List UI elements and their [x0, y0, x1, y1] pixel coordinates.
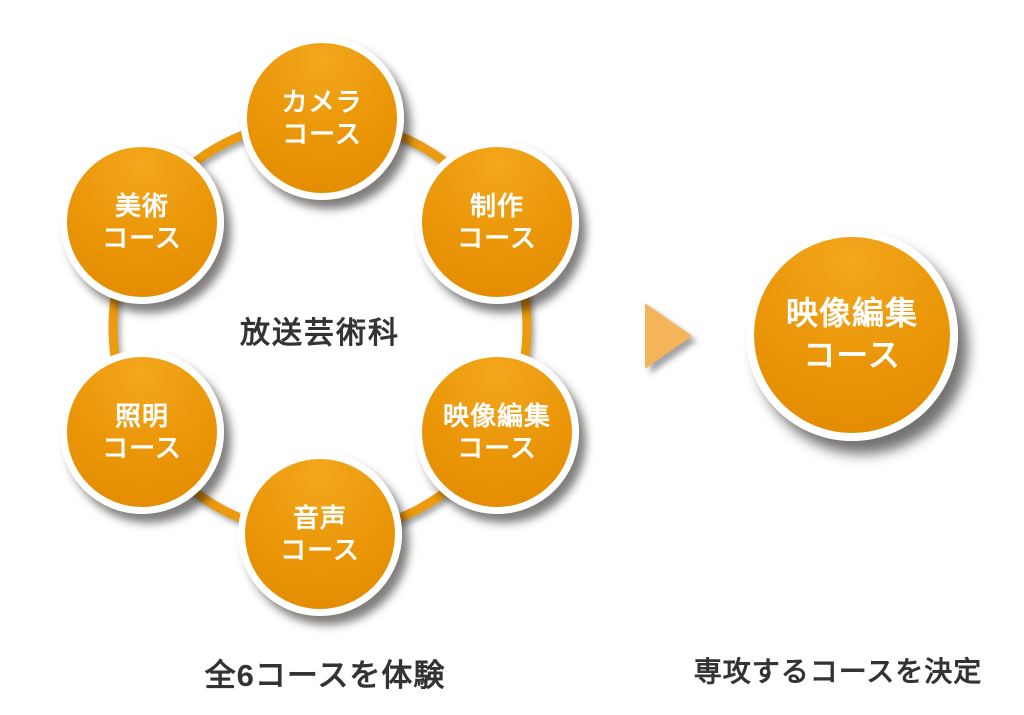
course-label: コース [280, 535, 360, 565]
department-title: 放送芸術科 [240, 317, 400, 350]
course-label: カメラ [281, 86, 363, 117]
result-label: 映像編集 [785, 295, 918, 332]
caption-experience-all-courses: 全6コースを体験 [204, 658, 446, 693]
course-label: 制作 [469, 190, 524, 221]
course-label: 映像編集 [442, 400, 551, 431]
course-circle-lighting: 照明 コース [60, 350, 224, 514]
course-circle-camera: カメラ コース [240, 36, 404, 200]
course-circle-production: 制作 コース [415, 140, 579, 304]
result-circle-video-editing: 映像編集 コース [746, 229, 958, 441]
result-label: コース [803, 337, 901, 373]
caption-decide-major-course: 専攻するコースを決定 [693, 656, 983, 687]
course-circle-video-editing: 映像編集 コース [415, 350, 579, 514]
course-label: コース [282, 119, 362, 149]
course-label: 照明 [114, 400, 169, 431]
course-label: 音声 [292, 502, 347, 533]
course-label: 美術 [114, 190, 169, 221]
arrow-right-icon [645, 303, 692, 369]
course-label: コース [102, 223, 182, 253]
course-circle-sound: 音声 コース [238, 452, 402, 616]
course-label: コース [102, 433, 182, 463]
course-label: コース [457, 223, 537, 253]
course-circle-art: 美術 コース [60, 140, 224, 304]
course-label: コース [457, 433, 537, 463]
